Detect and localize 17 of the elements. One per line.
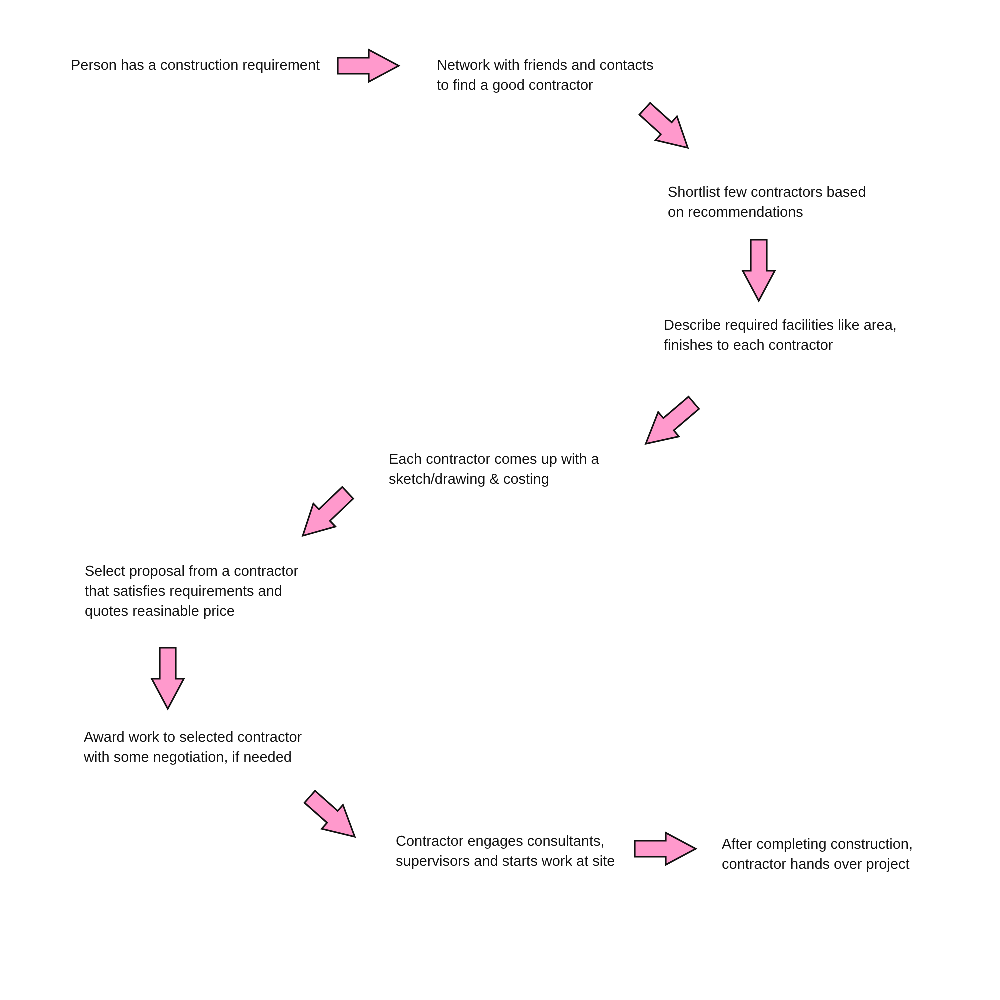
step-text: Person has a construction requirement [71,57,320,76]
step-text: Contractor engages consultants, supervisors and starts work at site [396,833,616,872]
block-arrow [150,647,186,711]
step-text: Each contractor comes up with a sketch/drawing & costing [389,451,600,490]
block-arrow [304,790,356,838]
step-text: Network with friends and contacts to find a good contractor [437,57,655,96]
step-text: Describe required facilities like area, finishes to each contractor [664,317,898,356]
step-text: After completing construction, contractor hands over project [722,836,914,875]
block-arrow [634,832,698,866]
step-text: Award work to selected contractor with some negotiation, if needed [84,729,304,768]
block-arrow [302,486,355,538]
step-text: Shortlist few contractors based on recommendations [668,184,868,223]
block-arrow [638,102,690,150]
block-arrow [742,239,776,303]
block-arrow [644,396,700,446]
step-text: Select proposal from a contractor that satisfies requirements and quotes reasinable price [85,563,300,622]
block-arrow [337,48,401,84]
